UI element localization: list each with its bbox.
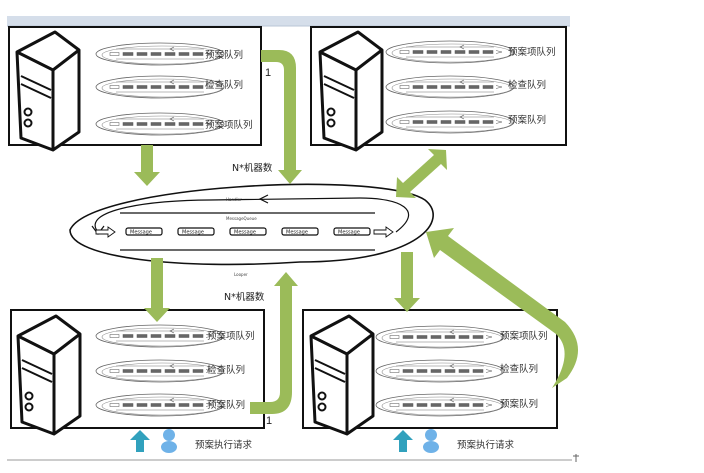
message-label: Message [182,230,204,236]
server-node-top-left: 预案队列 检查队列 预案项队列 [8,26,262,152]
user-icon [161,429,177,453]
server-tower-icon [15,30,81,152]
request-label: 预案执行请求 [457,439,515,451]
queue-label: 预案队列 [500,398,538,410]
server-tower-icon [318,30,384,152]
paragraph-mark-icon [573,454,579,462]
arrow-up-icon [393,430,413,452]
message-box: Message [177,227,215,236]
queue-label: 检查队列 [207,364,245,376]
queue-label: 预案队列 [508,114,546,126]
queue-label: 预案项队列 [508,46,556,58]
messagequeue-label: MessageQueue [226,216,257,221]
message-box: Message [125,227,163,236]
message-label: Message [286,230,308,236]
message-box: Message [333,227,371,236]
count-label: 1 [266,415,272,427]
window-header-bar [7,16,570,26]
curved-arrow-icon [250,272,298,414]
looper-label: Looper [234,272,248,277]
handler-label: Handler [226,197,242,202]
server-node-top-right: 预案项队列 检查队列 预案队列 [310,26,567,152]
server-node-bottom-left: 预案项队列 检查队列 预案队列 [10,309,265,436]
double-arrow-icon [396,149,447,198]
arrow-up-icon [130,430,150,452]
count-label: 1 [265,67,271,79]
request-label: 预案执行请求 [195,439,253,451]
curved-arrow-icon [261,50,302,184]
machine-count-label: N*机器数 [232,162,273,174]
queue-label: 预案队列 [205,49,243,61]
central-message-loop: Handler MessageQueue Message Message Messa… [69,183,434,277]
message-label: Message [130,230,152,236]
arrow-down-icon [144,258,170,322]
machine-count-label: N*机器数 [224,291,265,303]
enqueue-arrow-icon [95,226,116,238]
arrow-down-icon [394,252,420,312]
queue-label: 预案项队列 [500,330,548,342]
queue-label: 预案项队列 [207,330,255,342]
queue-label: 检查队列 [500,363,538,375]
server-tower-icon [16,314,82,436]
arrow-down-icon [134,145,160,186]
queue-label: 预案队列 [207,399,245,411]
message-label: Message [234,230,256,236]
request-bottom-left: 预案执行请求 [130,429,253,453]
user-icon [423,429,439,453]
dequeue-arrow-icon [373,226,394,238]
server-tower-icon [309,314,375,436]
queue-label: 检查队列 [205,79,243,91]
server-node-bottom-right: 预案项队列 检查队列 预案队列 [302,309,558,436]
message-box: Message [229,227,267,236]
flow-arrows [134,50,579,414]
curved-return-arrow-icon [426,228,579,388]
message-box: Message [281,227,319,236]
request-bottom-right: 预案执行请求 [393,429,515,453]
message-label: Message [338,230,360,236]
queue-label: 检查队列 [508,79,546,91]
queue-label: 预案项队列 [205,119,253,131]
